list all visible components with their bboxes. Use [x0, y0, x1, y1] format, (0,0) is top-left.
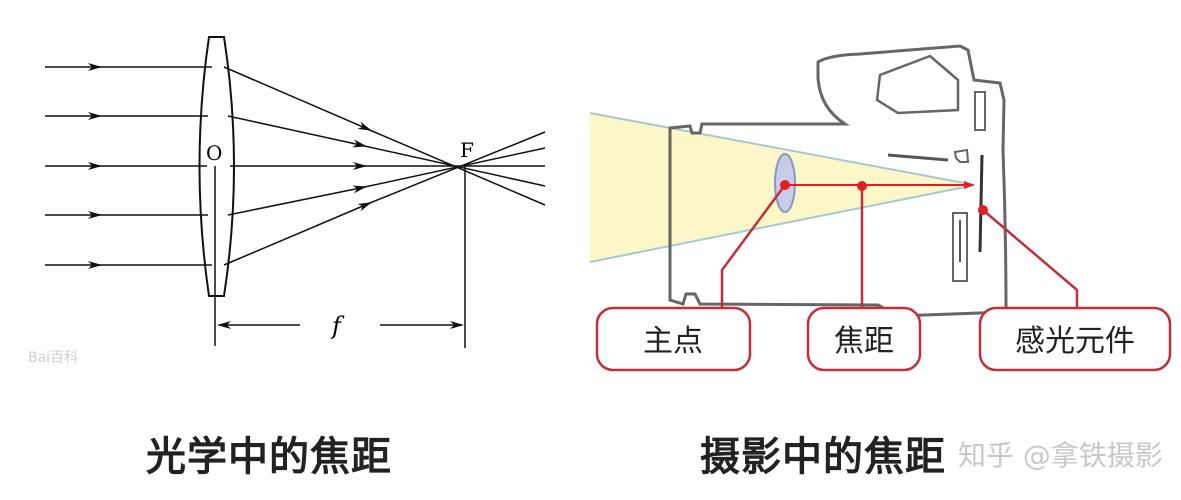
- photo-title: 摄影中的焦距: [700, 434, 946, 480]
- convex-lens: [198, 36, 235, 297]
- sensor: [978, 154, 984, 253]
- sensor-label: 感光元件: [1015, 324, 1135, 359]
- zhihu-watermark: 知乎 @拿铁摄影: [958, 439, 1163, 472]
- focal-length-dot: [857, 181, 867, 191]
- focal-length-symbol: f: [330, 312, 345, 340]
- sensor-dot: [978, 205, 988, 215]
- incident-rays: [45, 63, 212, 269]
- callout-focal-length: 焦距: [806, 306, 922, 372]
- refracted-rays: [223, 66, 546, 266]
- mirror: [887, 153, 949, 162]
- optics-title: 光学中的焦距: [146, 434, 392, 480]
- optics-diagram: [45, 36, 546, 348]
- eyepiece: [974, 91, 986, 131]
- callout-sensor: 感光元件: [978, 306, 1172, 372]
- viewfinder-prism: [875, 54, 960, 115]
- camera-diagram: [589, 44, 1008, 318]
- callouts: [720, 184, 1079, 310]
- shutter-button: [953, 148, 970, 163]
- focal-length-label: 焦距: [834, 324, 894, 359]
- callout-principal-point: 主点: [595, 306, 752, 372]
- principal-point-dot: [780, 180, 790, 190]
- focus-label: F: [460, 138, 474, 162]
- principal-point-label: 主点: [643, 324, 703, 359]
- lens-center-label: O: [206, 141, 222, 165]
- baike-watermark: Bai百科: [28, 350, 78, 366]
